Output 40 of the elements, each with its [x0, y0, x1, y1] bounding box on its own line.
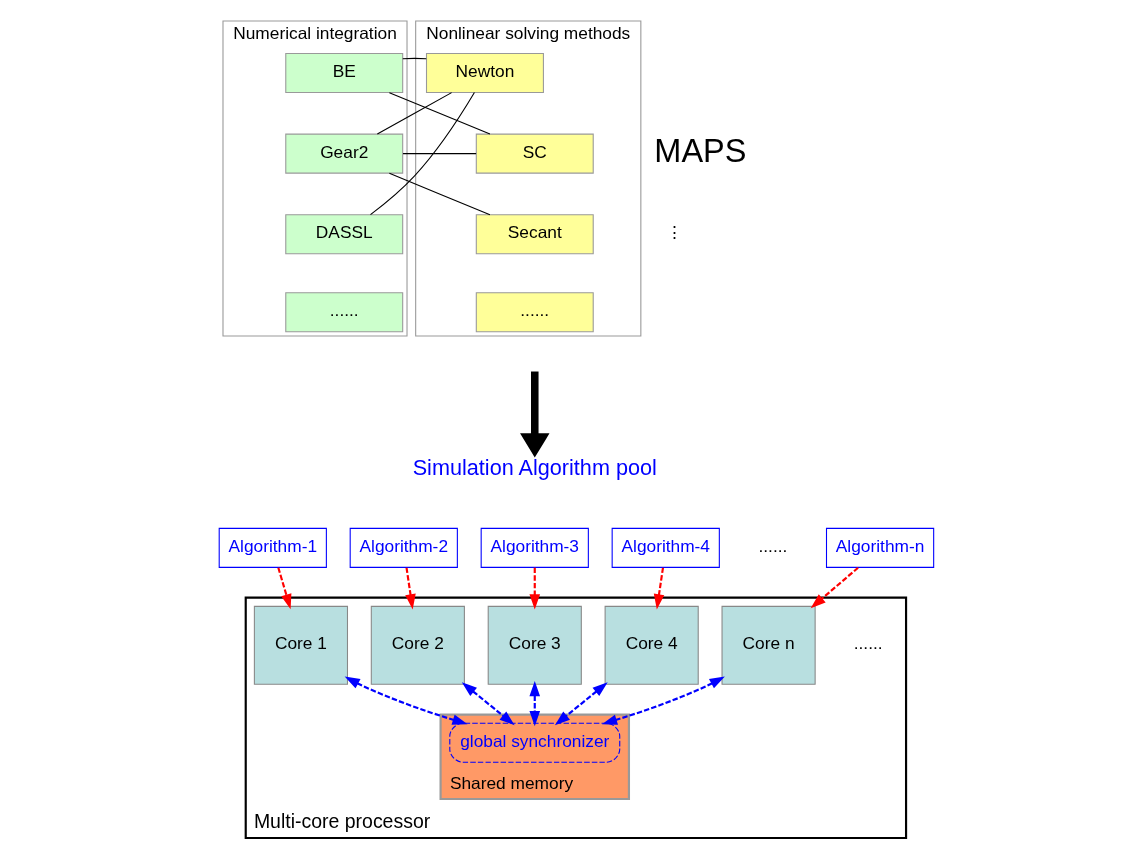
node-box: global synchronizer — [449, 722, 621, 763]
node-box: Core n — [721, 605, 816, 685]
connector — [402, 153, 477, 155]
node-box: Core 2 — [370, 605, 465, 685]
node-box: Core 1 — [253, 605, 349, 685]
node-box: Algorithm-4 — [611, 527, 720, 568]
arrow — [529, 681, 541, 727]
label: ⋮ — [665, 222, 683, 243]
label: ...... — [853, 633, 883, 654]
connector — [402, 57, 427, 60]
label: ...... — [758, 536, 788, 556]
node-box: Algorithm-1 — [218, 527, 327, 568]
node-box: Secant — [475, 214, 594, 255]
arrow — [601, 676, 725, 725]
arrow — [277, 567, 292, 610]
node-box: Algorithm-3 — [480, 527, 589, 568]
node-box: Core 3 — [487, 605, 582, 685]
arrow — [529, 567, 541, 610]
label: MAPS — [654, 132, 747, 169]
node-box: Algorithm-2 — [349, 527, 458, 568]
arrow — [405, 567, 416, 610]
arrow — [653, 567, 665, 610]
connector — [388, 172, 491, 216]
node-box: ...... — [475, 292, 594, 333]
node-text: Simulation Algorithm pool — [412, 455, 657, 481]
connector — [388, 92, 491, 135]
node-box: SC — [475, 133, 594, 174]
node-box: BE — [285, 52, 404, 93]
node-box: Gear2 — [285, 133, 404, 174]
arrow — [554, 682, 608, 726]
arrow — [810, 566, 859, 609]
node-box: DASSL — [285, 214, 404, 255]
node-box: Algorithm-n — [825, 527, 935, 568]
node-box: Core 4 — [604, 605, 699, 685]
connector — [376, 92, 453, 135]
connector — [369, 91, 475, 216]
node-box: ...... — [285, 292, 404, 333]
arrow — [344, 676, 468, 725]
arrow — [461, 682, 515, 726]
node-box: Newton — [425, 52, 544, 93]
